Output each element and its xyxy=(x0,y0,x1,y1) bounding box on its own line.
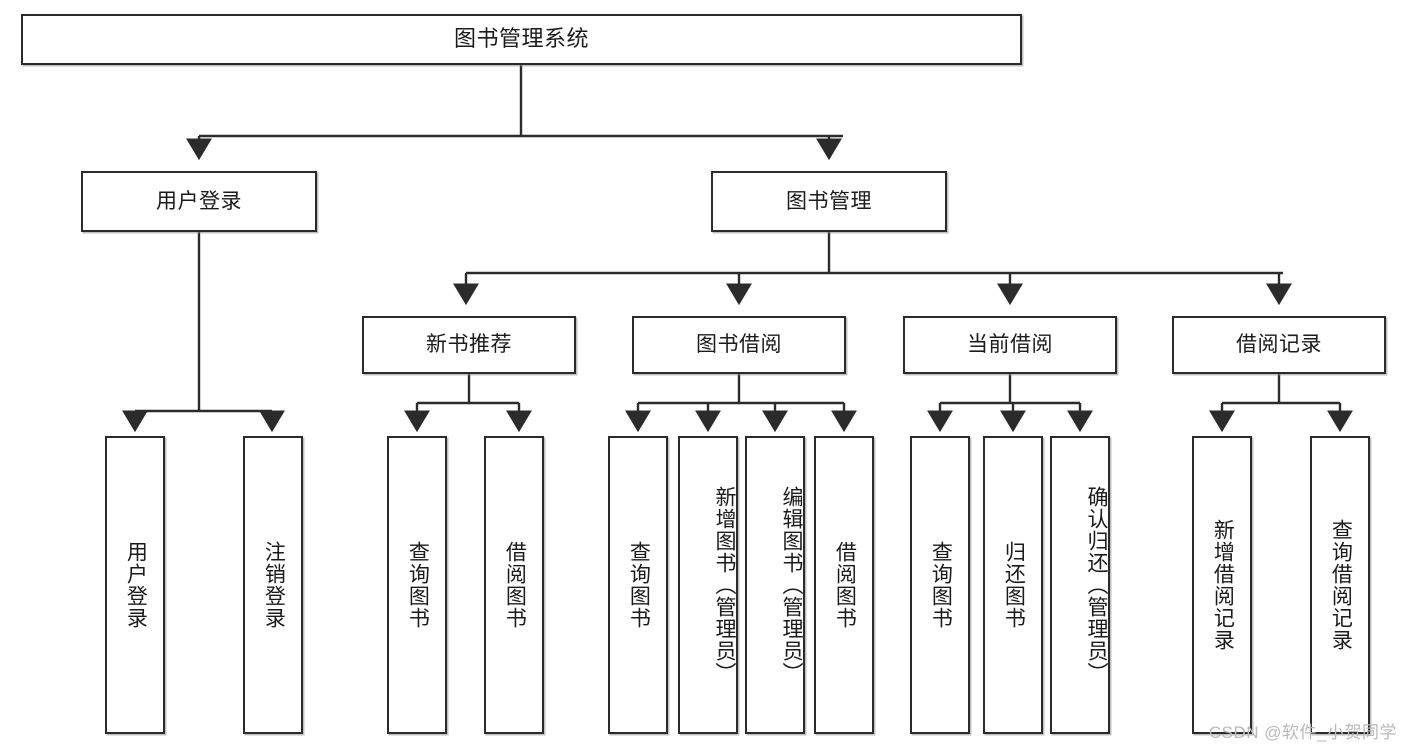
node-label: 新增图书（管理员） xyxy=(713,486,736,684)
node-label: 确认归还（管理员） xyxy=(1085,486,1108,684)
node-leaf-borrow-book-1[interactable]: 借阅图书 xyxy=(484,436,544,734)
node-leaf-query-book-2[interactable]: 查询图书 xyxy=(608,436,668,734)
node-label: 归还图书 xyxy=(1002,541,1026,629)
node-label: 图书借阅 xyxy=(696,333,782,357)
node-leaf-query-book-3[interactable]: 查询图书 xyxy=(910,436,970,734)
node-user-login[interactable]: 用户登录 xyxy=(81,171,317,232)
node-leaf-confirm-return[interactable]: 确认归还（管理员） xyxy=(1050,436,1110,734)
node-leaf-borrow-book-2[interactable]: 借阅图书 xyxy=(814,436,874,734)
node-label: 借阅图书 xyxy=(833,541,857,629)
node-borrow-record[interactable]: 借阅记录 xyxy=(1172,316,1386,374)
node-label: 新增借阅记录 xyxy=(1211,519,1235,651)
node-label: 当前借阅 xyxy=(967,333,1053,357)
node-label: 查询借阅记录 xyxy=(1329,519,1353,651)
node-label: 用户登录 xyxy=(156,189,242,213)
node-book-manage[interactable]: 图书管理 xyxy=(711,171,947,232)
node-new-book-recommend[interactable]: 新书推荐 xyxy=(362,316,576,374)
node-leaf-user-login[interactable]: 用户登录 xyxy=(105,436,165,734)
node-leaf-query-record[interactable]: 查询借阅记录 xyxy=(1310,436,1370,734)
node-label: 借阅记录 xyxy=(1236,333,1322,357)
node-label: 图书管理系统 xyxy=(453,26,589,52)
node-leaf-user-logout[interactable]: 注销登录 xyxy=(243,436,303,734)
node-label: 查询图书 xyxy=(627,541,651,629)
node-leaf-return-book[interactable]: 归还图书 xyxy=(983,436,1043,734)
node-label: 借阅图书 xyxy=(503,541,527,629)
node-label: 编辑图书（管理员） xyxy=(780,486,803,684)
node-book-borrow[interactable]: 图书借阅 xyxy=(632,316,846,374)
node-label: 用户登录 xyxy=(124,541,148,629)
node-label: 查询图书 xyxy=(929,541,953,629)
node-current-borrow[interactable]: 当前借阅 xyxy=(903,316,1117,374)
node-label: 查询图书 xyxy=(406,541,430,629)
node-leaf-add-book[interactable]: 新增图书（管理员） xyxy=(678,436,738,734)
node-leaf-query-book-1[interactable]: 查询图书 xyxy=(387,436,447,734)
csdn-watermark: CSDN @软件_小贺同学 xyxy=(1208,723,1397,742)
node-label: 注销登录 xyxy=(262,541,286,629)
node-leaf-edit-book[interactable]: 编辑图书（管理员） xyxy=(745,436,805,734)
node-leaf-add-record[interactable]: 新增借阅记录 xyxy=(1192,436,1252,734)
node-label: 新书推荐 xyxy=(426,333,512,357)
node-label: 图书管理 xyxy=(786,189,872,213)
node-root[interactable]: 图书管理系统 xyxy=(21,14,1022,65)
